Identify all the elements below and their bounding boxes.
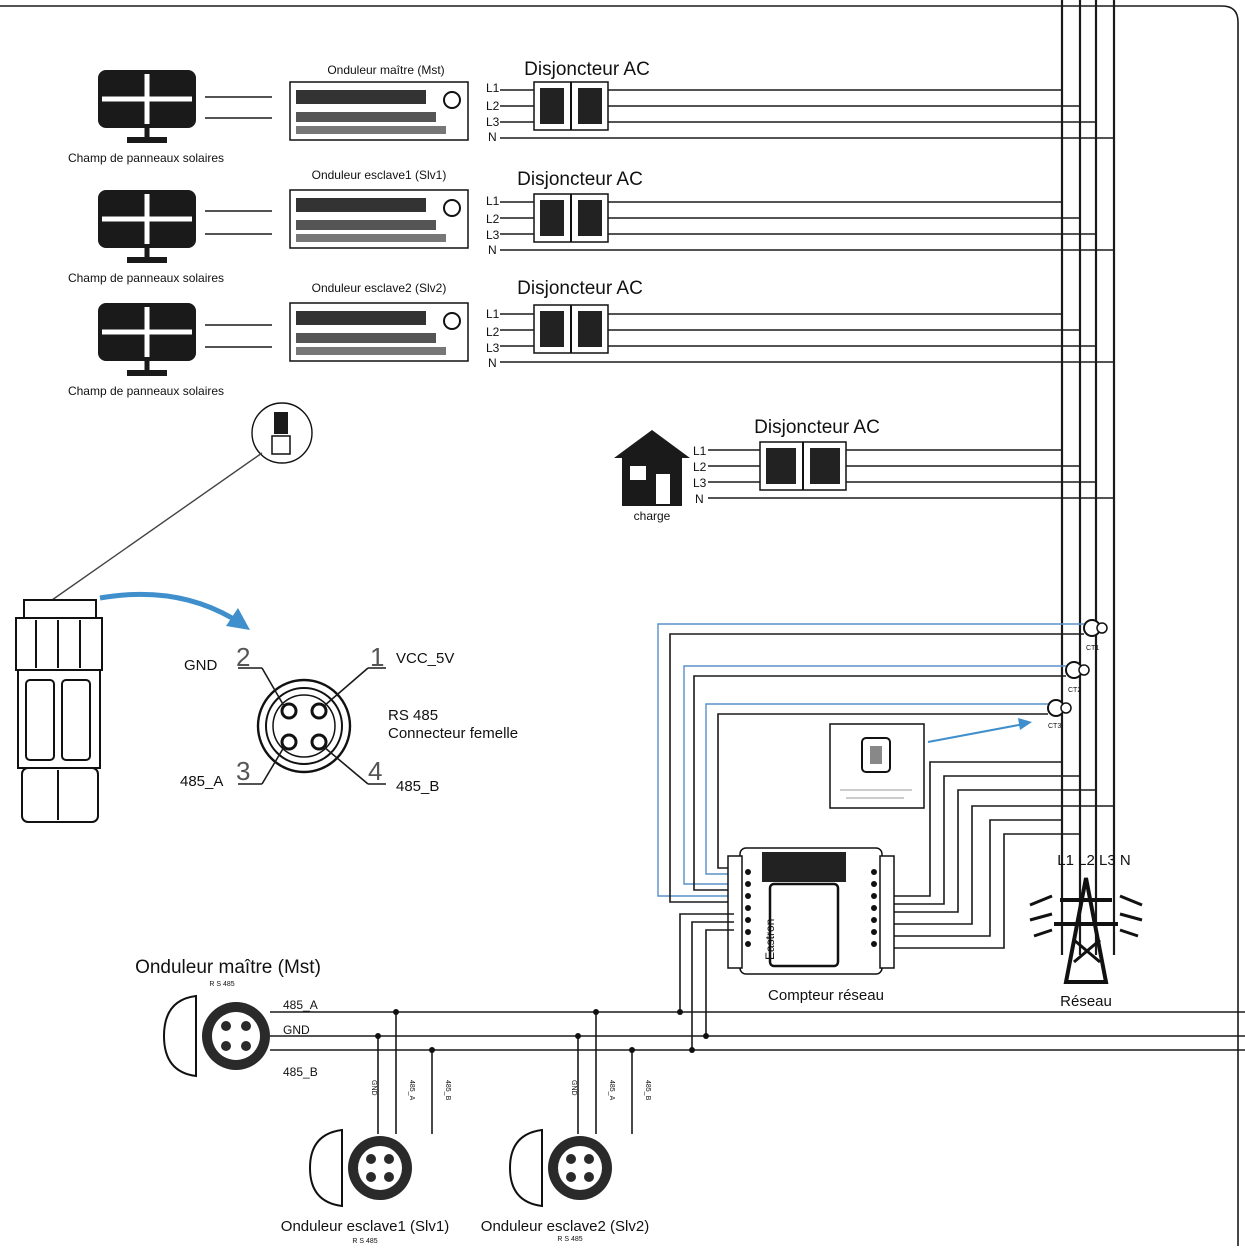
pylon-icon xyxy=(1029,877,1143,984)
breaker-label: Disjoncteur AC xyxy=(524,59,650,80)
svg-text:L2: L2 xyxy=(693,460,707,474)
panel-label: Champ de panneaux solaires xyxy=(68,384,224,398)
load-breaker-device xyxy=(759,441,847,491)
bus-485b-label: 485_B xyxy=(283,1065,318,1079)
svg-text:L1: L1 xyxy=(486,194,500,208)
inverter-device xyxy=(289,302,469,362)
svg-text:CT1: CT1 xyxy=(1086,645,1099,652)
svg-text:N: N xyxy=(488,243,497,257)
house-icon xyxy=(614,430,690,506)
slave2-connector-icon xyxy=(508,1128,612,1208)
meter-voltage-wiring xyxy=(882,761,1114,949)
svg-text:L3: L3 xyxy=(486,228,500,242)
connector-detail: 2 1 3 4 GND VCC_5V 485_A 485_B RS 485 Co… xyxy=(15,402,518,823)
svg-text:N: N xyxy=(695,492,704,506)
ct-illustration xyxy=(829,718,1032,809)
inverter-device xyxy=(289,81,469,141)
pin-gnd-label: GND xyxy=(184,657,218,674)
slave1-connector-icon xyxy=(308,1128,412,1208)
breaker-device xyxy=(533,304,609,354)
svg-text:L3: L3 xyxy=(486,341,500,355)
pin-vcc-label: VCC_5V xyxy=(396,650,454,667)
svg-text:L3: L3 xyxy=(693,476,707,490)
svg-text:N: N xyxy=(488,130,497,144)
grid-label: Réseau xyxy=(1060,993,1112,1010)
svg-text:L3: L3 xyxy=(486,115,500,129)
svg-text:R S 485: R S 485 xyxy=(209,981,234,988)
solar-panel-icon xyxy=(98,70,196,143)
pin-485b-label: 485_B xyxy=(396,778,439,795)
arrow-head-icon xyxy=(1018,718,1032,730)
frame-border xyxy=(0,5,1239,1246)
rs485-bus: Onduleur maître (Mst) R S 485 485_A GND … xyxy=(135,913,1245,1245)
inverter-row-2: Champ de panneaux solaires Onduleur escl… xyxy=(68,168,1114,285)
breaker-label: Disjoncteur AC xyxy=(517,278,643,299)
solar-panel-icon xyxy=(98,303,196,376)
pin-1-number: 1 xyxy=(370,642,384,672)
svg-text:GND: GND xyxy=(370,1080,377,1096)
slave1-title: Onduleur esclave1 (Slv1) xyxy=(281,1218,449,1235)
ct-sensors: CT1 CT2 CT3 xyxy=(1047,619,1108,730)
rs485-plug-icon xyxy=(15,599,103,823)
connector-subtitle: Connecteur femelle xyxy=(388,725,518,742)
svg-text:R S 485: R S 485 xyxy=(557,1236,582,1243)
svg-text:N: N xyxy=(488,356,497,370)
panel-label: Champ de panneaux solaires xyxy=(68,151,224,165)
svg-text:L1: L1 xyxy=(693,444,707,458)
svg-text:L2: L2 xyxy=(486,212,500,226)
master-connector-icon xyxy=(162,994,270,1078)
svg-text:CT3: CT3 xyxy=(1048,723,1061,730)
bus-master-title: Onduleur maître (Mst) xyxy=(135,957,321,978)
inverter-device xyxy=(289,189,469,249)
panel-label: Champ de panneaux solaires xyxy=(68,271,224,285)
connector-title: RS 485 xyxy=(388,707,438,724)
pin-485a-label: 485_A xyxy=(180,773,223,790)
bus-485a-label: 485_A xyxy=(283,998,318,1012)
ct-wiring xyxy=(657,623,1084,903)
ct2-clamp-icon: CT2 xyxy=(1065,661,1090,694)
svg-text:L1: L1 xyxy=(486,81,500,95)
slave2-title: Onduleur esclave2 (Slv2) xyxy=(481,1218,649,1235)
grid-bus xyxy=(1060,0,1116,955)
svg-text:L1: L1 xyxy=(486,307,500,321)
svg-text:485_A: 485_A xyxy=(408,1080,415,1101)
svg-text:L2: L2 xyxy=(486,99,500,113)
pin-2-number: 2 xyxy=(236,642,250,672)
pin-4-number: 4 xyxy=(368,756,382,786)
svg-text:CT2: CT2 xyxy=(1068,687,1081,694)
ct3-clamp-icon: CT3 xyxy=(1047,699,1072,730)
solar-panel-icon xyxy=(98,190,196,263)
svg-text:L2: L2 xyxy=(486,325,500,339)
inverter-row-3: Champ de panneaux solaires Onduleur escl… xyxy=(68,278,1114,398)
breaker-device xyxy=(533,81,609,131)
meter-label: Compteur réseau xyxy=(768,987,884,1004)
arrow-curve xyxy=(99,591,234,621)
pin-3-number: 3 xyxy=(236,756,250,786)
svg-text:485_A: 485_A xyxy=(608,1080,615,1101)
breaker-label: Disjoncteur AC xyxy=(517,169,643,190)
breaker-device xyxy=(533,193,609,243)
load-section: charge L1 L2 L3 N Disjoncteur AC xyxy=(614,417,1114,523)
arrow-head-icon xyxy=(226,608,250,630)
svg-text:R S 485: R S 485 xyxy=(352,1238,377,1245)
svg-text:GND: GND xyxy=(570,1080,577,1096)
load-label: charge xyxy=(634,509,671,523)
energy-meter: Eastron xyxy=(727,847,895,975)
load-breaker-label: Disjoncteur AC xyxy=(754,417,880,438)
ct1-clamp-icon: CT1 xyxy=(1083,619,1108,652)
inverter-row-1: Champ de panneaux solaires Onduleur maît… xyxy=(68,59,1114,165)
grid-phase-labels: L1 L2 L3 N xyxy=(1057,852,1130,869)
bus-gnd-label: GND xyxy=(283,1023,310,1037)
inverter-title: Onduleur esclave2 (Slv2) xyxy=(312,281,447,295)
meter-brand: Eastron xyxy=(763,919,777,960)
svg-text:485_B: 485_B xyxy=(444,1080,451,1101)
svg-text:485_B: 485_B xyxy=(644,1080,651,1101)
inverter-title: Onduleur esclave1 (Slv1) xyxy=(312,168,447,182)
inverter-title: Onduleur maître (Mst) xyxy=(327,63,444,77)
